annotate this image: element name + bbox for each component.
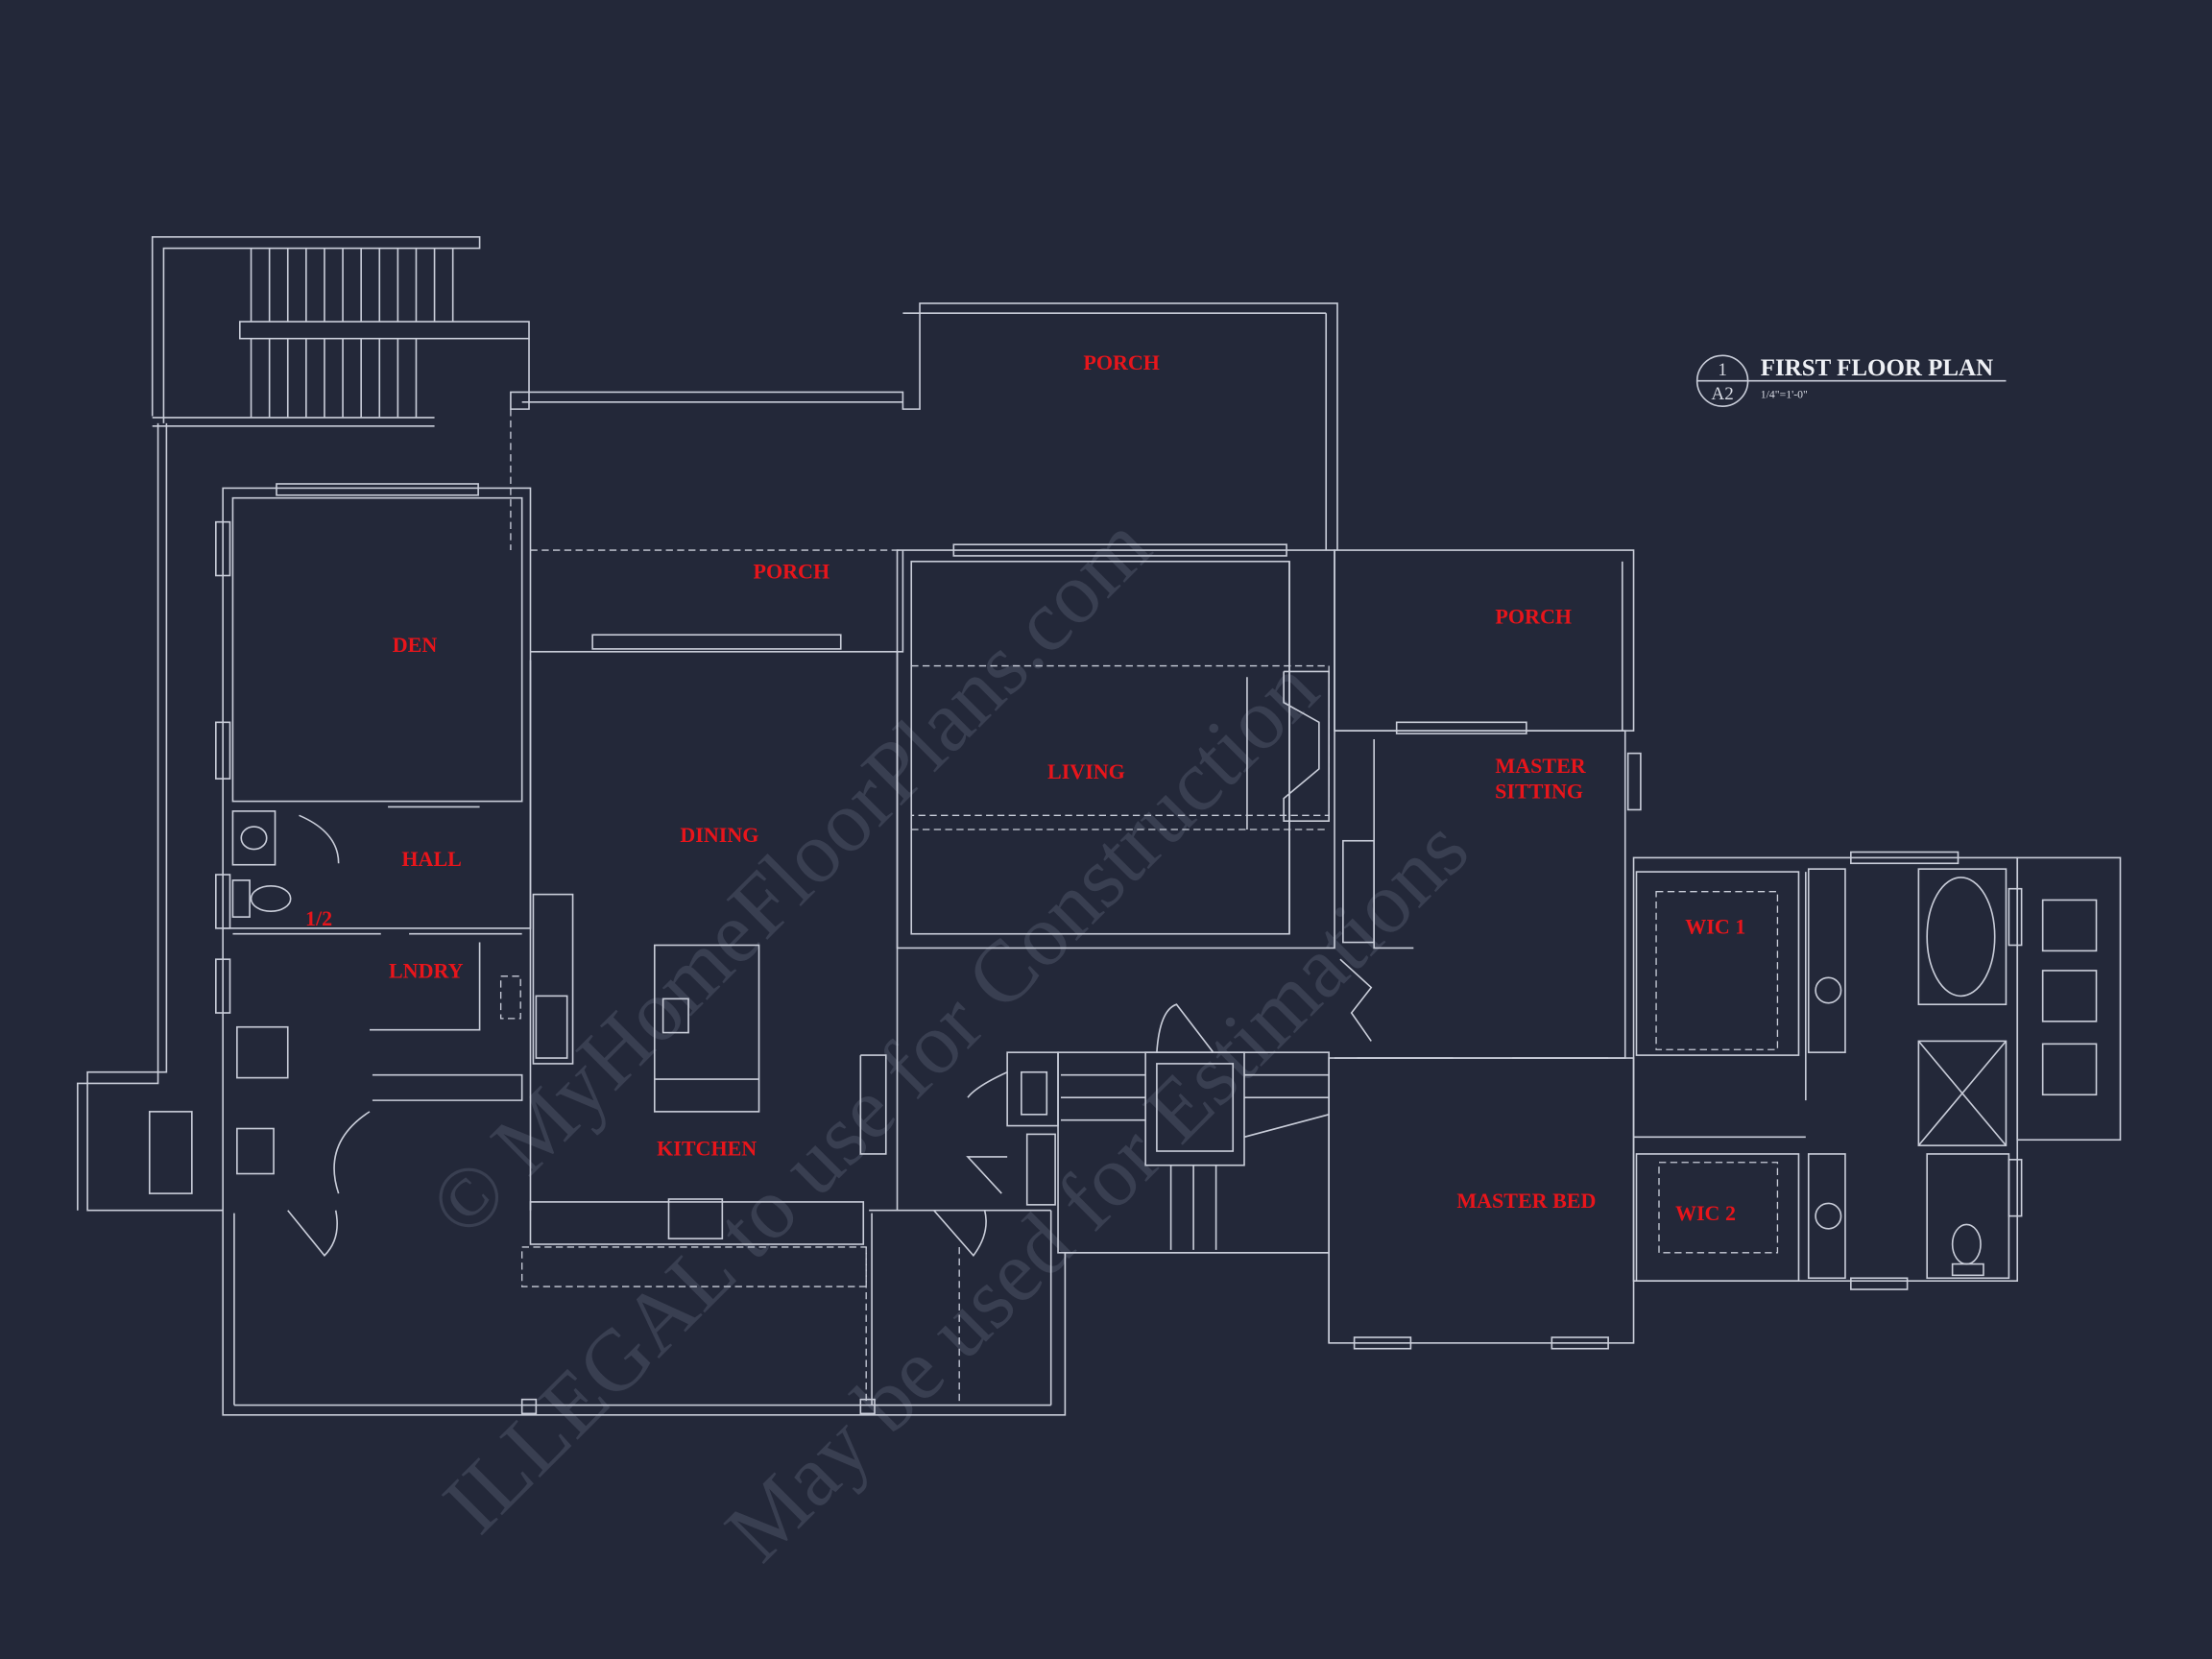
label-master-sitting-2: SITTING [1495, 780, 1583, 804]
label-half-bath: 1/2 [305, 906, 332, 930]
living-walls [896, 543, 1335, 950]
label-porch-right: PORCH [1495, 604, 1572, 628]
label-master-bed: MASTER BED [1456, 1189, 1596, 1213]
label-dining: DINING [680, 823, 758, 847]
label-wic1: WIC 1 [1685, 915, 1745, 939]
detail-number: 1 [1718, 360, 1727, 380]
label-living: LIVING [1047, 759, 1125, 783]
label-den: DEN [393, 633, 438, 657]
label-porch-mid: PORCH [754, 559, 830, 583]
title-block: 1 A2 FIRST FLOOR PLAN 1/4"=1'-0" [1695, 354, 2007, 407]
watermark: © MyHomeFloorPlans.com ILLEGAL to use fo… [411, 497, 1487, 1579]
sheet-number: A2 [1711, 384, 1733, 404]
room-labels: PORCH PORCH PORCH DEN HALL 1/2 LNDRY DIN… [305, 350, 1745, 1225]
drawing-scale: 1/4"=1'-0" [1761, 388, 1808, 400]
master-suite-walls [1328, 549, 1642, 1350]
lower-porch [222, 927, 1330, 1416]
label-porch-top: PORCH [1083, 350, 1160, 374]
label-hall: HALL [401, 847, 461, 871]
bath-wic-walls [1632, 851, 2122, 1290]
label-wic2: WIC 2 [1675, 1201, 1736, 1225]
center-stair [966, 1003, 1330, 1254]
label-kitchen: KITCHEN [657, 1136, 757, 1160]
exterior-stairs [77, 236, 1338, 1212]
service-rooms [215, 810, 523, 1194]
drawing-title: FIRST FLOOR PLAN [1761, 355, 1993, 381]
den-walls [215, 483, 532, 929]
label-master-sitting-1: MASTER [1495, 754, 1586, 778]
label-laundry: LNDRY [389, 958, 464, 982]
